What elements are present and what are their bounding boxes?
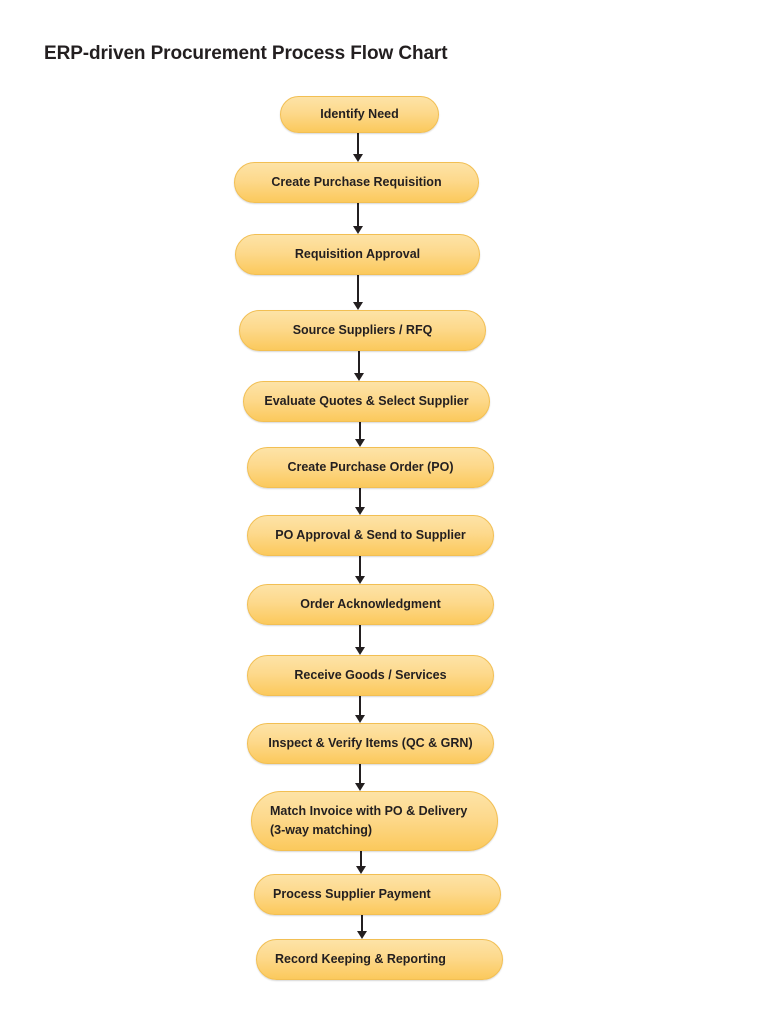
arrow-head-icon <box>355 715 365 723</box>
flow-node-n8[interactable]: Order Acknowledgment <box>247 584 494 625</box>
flow-node-label: Create Purchase Requisition <box>271 174 442 189</box>
arrow-shaft <box>359 488 361 508</box>
flow-node-n1[interactable]: Identify Need <box>280 96 439 133</box>
arrow-head-icon <box>355 647 365 655</box>
arrow-head-icon <box>355 507 365 515</box>
flow-node-label: Inspect & Verify Items (QC & GRN) <box>268 735 473 750</box>
flow-node-label: Requisition Approval <box>294 246 421 261</box>
arrow-shaft <box>359 625 361 648</box>
arrow-shaft <box>361 915 363 932</box>
flow-node-label: PO Approval & Send to Supplier <box>275 527 466 542</box>
arrow-shaft <box>359 556 361 577</box>
flow-node-label: Create Purchase Order (PO) <box>287 459 454 474</box>
flow-node-label: Record Keeping & Reporting <box>275 951 446 966</box>
arrow-shaft <box>357 275 359 303</box>
flow-node-label: Evaluate Quotes & Select Supplier <box>264 393 469 408</box>
arrow-shaft <box>359 764 361 784</box>
flow-node-label: Identify Need <box>320 106 399 121</box>
flow-node-n13[interactable]: Record Keeping & Reporting <box>256 939 503 980</box>
flow-node-label: Source Suppliers / RFQ <box>292 322 433 337</box>
flow-node-n11[interactable]: Match Invoice with PO & Delivery (3-way … <box>251 791 498 851</box>
arrow-head-icon <box>355 576 365 584</box>
arrow-head-icon <box>355 439 365 447</box>
arrow-shaft <box>357 133 359 155</box>
flow-node-n4[interactable]: Source Suppliers / RFQ <box>239 310 486 351</box>
arrow-head-icon <box>354 373 364 381</box>
flow-node-n2[interactable]: Create Purchase Requisition <box>234 162 479 203</box>
arrow-head-icon <box>355 783 365 791</box>
flow-node-n7[interactable]: PO Approval & Send to Supplier <box>247 515 494 556</box>
arrow-head-icon <box>357 931 367 939</box>
arrow-head-icon <box>353 154 363 162</box>
flow-node-n3[interactable]: Requisition Approval <box>235 234 480 275</box>
flow-node-n12[interactable]: Process Supplier Payment <box>254 874 501 915</box>
flow-node-label: Match Invoice with PO & Delivery (3-way … <box>270 803 468 837</box>
arrow-shaft <box>360 851 362 867</box>
flow-node-n6[interactable]: Create Purchase Order (PO) <box>247 447 494 488</box>
flow-node-label: Receive Goods / Services <box>294 667 447 682</box>
arrow-shaft <box>359 696 361 716</box>
flow-node-label: Order Acknowledgment <box>300 596 441 611</box>
flow-node-n9[interactable]: Receive Goods / Services <box>247 655 494 696</box>
arrow-head-icon <box>356 866 366 874</box>
arrow-shaft <box>357 203 359 227</box>
arrow-shaft <box>359 422 361 440</box>
page-title: ERP-driven Procurement Process Flow Char… <box>44 43 448 64</box>
flow-node-n10[interactable]: Inspect & Verify Items (QC & GRN) <box>247 723 494 764</box>
flow-node-n5[interactable]: Evaluate Quotes & Select Supplier <box>243 381 490 422</box>
flow-node-label: Process Supplier Payment <box>273 886 431 901</box>
arrow-shaft <box>358 351 360 374</box>
arrow-head-icon <box>353 302 363 310</box>
arrow-head-icon <box>353 226 363 234</box>
